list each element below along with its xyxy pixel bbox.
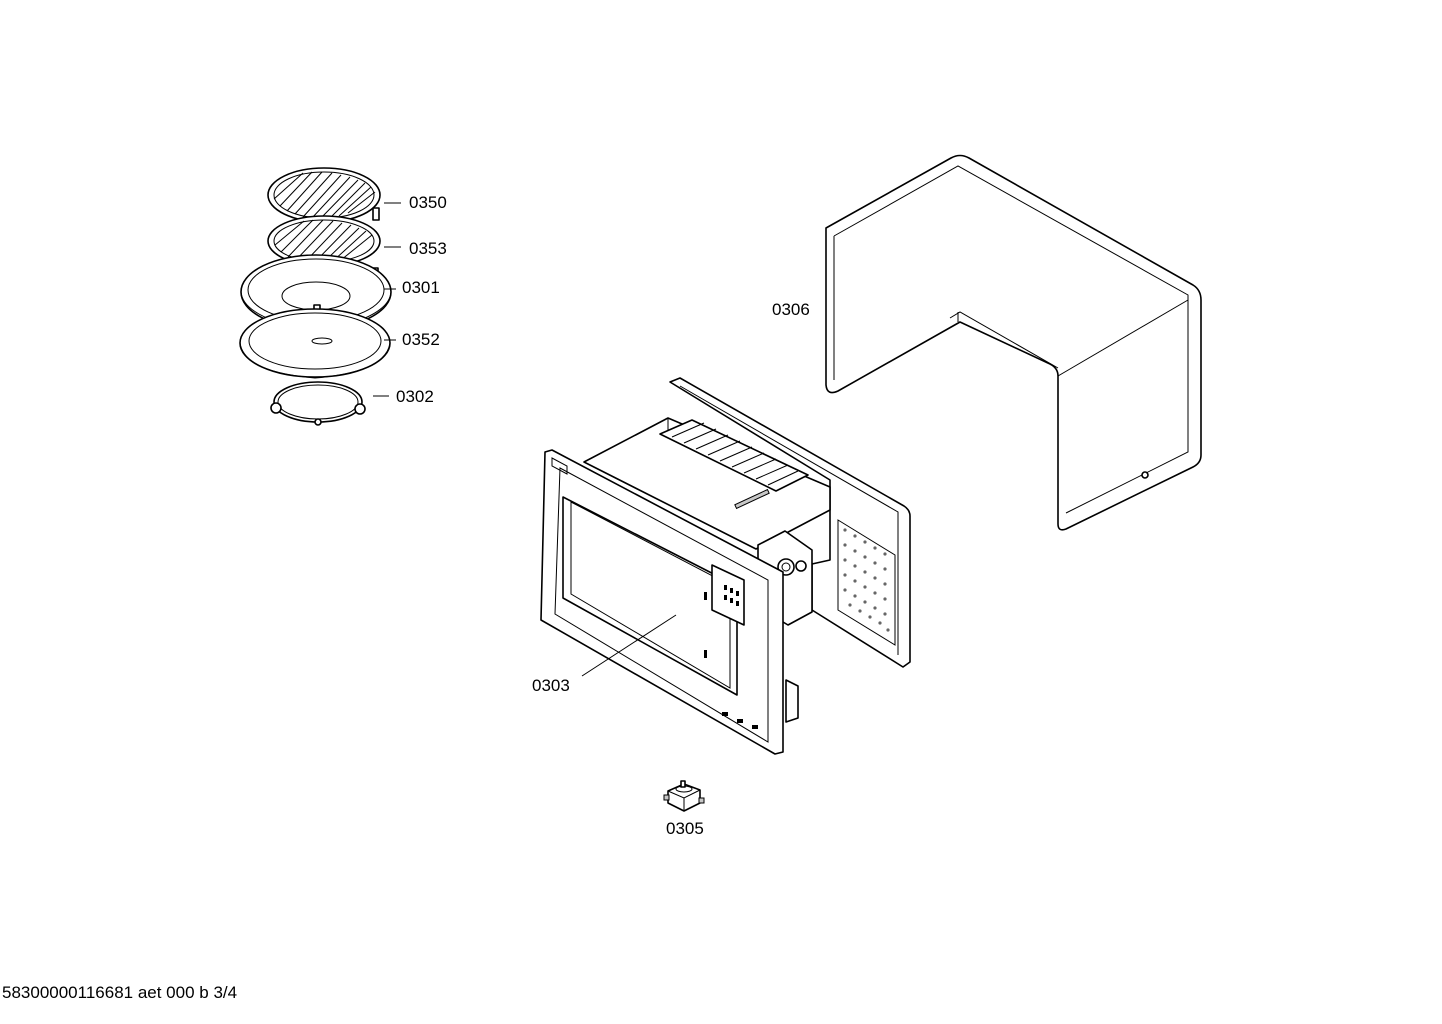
part-label-0301: 0301 [402,278,440,297]
part-label-0350: 0350 [409,193,447,212]
drawing-reference-footer: 58300000116681 aet 000 b 3/4 [2,983,238,1002]
part-0306-outer-cover [825,154,1202,531]
part-label-0305: 0305 [666,819,704,838]
part-0303-inner-housing [540,377,911,755]
part-label-0352: 0352 [402,330,440,349]
part-0350-upper-grill-rack [267,167,401,230]
part-label-0302: 0302 [396,387,434,406]
part-0352-roller-plate [239,308,396,379]
part-label-0353: 0353 [409,239,447,258]
part-label-0306: 0306 [772,300,810,319]
part-0302-roller-ring [270,381,389,426]
part-label-0303: 0303 [532,676,570,695]
part-0305-turntable-motor [663,780,705,812]
part-0301-turntable-plate [240,254,396,333]
